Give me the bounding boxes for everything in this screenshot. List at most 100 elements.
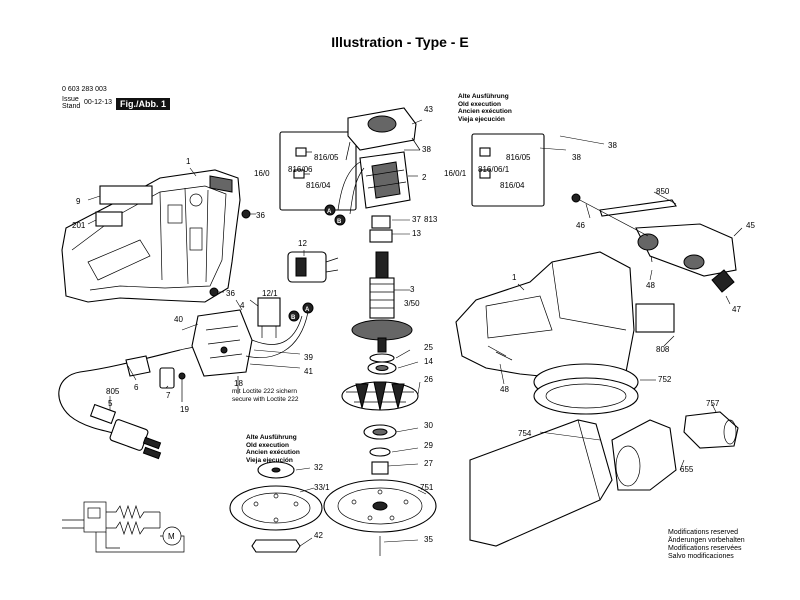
callout-757: 757 bbox=[706, 399, 720, 408]
pad-old-33-1 bbox=[229, 485, 323, 531]
pad-old-32 bbox=[257, 461, 295, 479]
wire-letter-b-top: B bbox=[337, 219, 342, 225]
callout-36-a: 36 bbox=[256, 211, 265, 220]
callout-27: 27 bbox=[424, 459, 433, 468]
wire-marker-b-top bbox=[334, 214, 346, 226]
callout-45: 45 bbox=[746, 221, 755, 230]
callout-13: 13 bbox=[412, 229, 421, 238]
callout-25: 25 bbox=[424, 343, 433, 352]
callout-7: 7 bbox=[166, 391, 171, 400]
callout-5: 5 bbox=[108, 399, 113, 408]
sander-assembled bbox=[455, 251, 639, 415]
callout-33-1: 33/1 bbox=[314, 483, 330, 492]
callout-16-0: 16/0 bbox=[254, 169, 270, 178]
old-execution-note-top: Alte Ausführung Old execution Ancien exé… bbox=[458, 93, 512, 123]
note-line: secure with Loctite 222 bbox=[232, 395, 299, 403]
hex-key-850 bbox=[599, 199, 677, 217]
figure-label: Fig./Abb. 1 bbox=[116, 98, 170, 110]
stand-label: Stand bbox=[62, 103, 81, 110]
callout-850: 850 bbox=[656, 187, 670, 196]
note-line: Änderungen vorbehalten bbox=[668, 537, 745, 544]
callout-motor: M bbox=[168, 532, 175, 541]
capacitor-12-1 bbox=[257, 297, 281, 338]
callout-30: 30 bbox=[424, 421, 433, 430]
bearing-37-13 bbox=[369, 215, 393, 243]
callout-48-a: 48 bbox=[646, 281, 655, 290]
callout-808: 808 bbox=[656, 345, 670, 354]
callout-9: 9 bbox=[76, 197, 81, 206]
callout-816-06-1: 816/06/1 bbox=[478, 165, 510, 174]
nozzle-757 bbox=[683, 411, 739, 449]
ring-29 bbox=[369, 447, 391, 457]
electronic-module-4 bbox=[191, 309, 309, 377]
field-coil-2 bbox=[337, 151, 411, 215]
callout-29: 29 bbox=[424, 441, 433, 450]
callout-3: 3 bbox=[410, 285, 415, 294]
note-line: Ancien exécution bbox=[246, 449, 300, 457]
callout-38-c: 38 bbox=[608, 141, 617, 150]
callout-1-right: 1 bbox=[512, 273, 517, 282]
wire-marker-a-top bbox=[324, 204, 336, 216]
callout-816-05-b: 816/05 bbox=[506, 153, 531, 162]
cord-clamp-6 bbox=[125, 355, 151, 377]
callout-4: 4 bbox=[240, 301, 245, 310]
shaft-head-46 bbox=[571, 193, 581, 203]
wiring-schematic bbox=[62, 501, 185, 553]
wire-marker-a-left bbox=[302, 302, 314, 314]
modifications-note: Modifications reserved Änderungen vorbeh… bbox=[668, 529, 745, 561]
wire-marker-b-left bbox=[288, 310, 300, 322]
dust-bag-754 bbox=[469, 419, 613, 547]
callout-816-06: 816/06 bbox=[288, 165, 313, 174]
label-plate-201 bbox=[95, 211, 123, 227]
callout-35: 35 bbox=[424, 535, 433, 544]
callout-26: 26 bbox=[424, 375, 433, 384]
callout-14: 14 bbox=[424, 357, 433, 366]
callout-48-b: 48 bbox=[500, 385, 509, 394]
callout-46: 46 bbox=[576, 221, 585, 230]
leader-lines bbox=[109, 119, 743, 547]
note-line: Vieja ejecución bbox=[246, 456, 293, 464]
note-line: Old execution bbox=[458, 100, 501, 108]
callout-816-04-b: 816/04 bbox=[500, 181, 525, 190]
callout-40: 40 bbox=[174, 315, 183, 324]
note-line: Modifications reserved bbox=[668, 529, 739, 536]
note-line: Ancien exécution bbox=[458, 108, 512, 116]
callout-752: 752 bbox=[658, 375, 672, 384]
armature-3 bbox=[351, 251, 413, 353]
callout-816-05-a: 816/05 bbox=[314, 153, 339, 162]
bearing-14 bbox=[367, 361, 397, 375]
issue-date: 00-12-13 bbox=[84, 99, 113, 106]
callout-16-0-1: 16/0/1 bbox=[444, 169, 467, 178]
callout-42: 42 bbox=[314, 531, 323, 540]
brush-holder-16-0 bbox=[279, 131, 357, 211]
note-line: Old execution bbox=[246, 441, 289, 449]
callout-655: 655 bbox=[680, 465, 694, 474]
callout-751: 751 bbox=[420, 483, 434, 492]
callout-39: 39 bbox=[304, 353, 313, 362]
callout-3-50: 3/50 bbox=[404, 299, 420, 308]
brush-holder-16-0-1 bbox=[471, 133, 545, 207]
callout-18: 18 bbox=[234, 379, 243, 388]
page-title: Illustration - Type - E bbox=[331, 34, 469, 50]
old-execution-note-bottom: Alte Ausführung Old execution Ancien exé… bbox=[246, 434, 300, 464]
sanding-pad-751 bbox=[323, 479, 437, 533]
bearing-30 bbox=[363, 424, 397, 440]
issue-label: Issue bbox=[62, 96, 79, 103]
eccentric-27 bbox=[371, 461, 389, 475]
callout-36-b: 36 bbox=[226, 289, 235, 298]
callout-12-1: 12/1 bbox=[262, 289, 278, 298]
note-line: mit Loctite 222 sichern bbox=[232, 388, 298, 395]
wire-letter-b-left: B bbox=[291, 315, 296, 321]
clamp-7-screw-19 bbox=[159, 367, 186, 402]
callout-41: 41 bbox=[304, 367, 313, 376]
label-plate-808 bbox=[635, 303, 675, 333]
brush-plate-top bbox=[345, 107, 421, 161]
label-plate-9 bbox=[99, 185, 153, 205]
dust-adapter-655 bbox=[611, 419, 677, 491]
wire-letter-a-top: A bbox=[327, 209, 332, 215]
note-line: Salvo modificaciones bbox=[668, 553, 734, 560]
side-handle-45 bbox=[635, 223, 737, 277]
washer-25 bbox=[369, 353, 395, 363]
